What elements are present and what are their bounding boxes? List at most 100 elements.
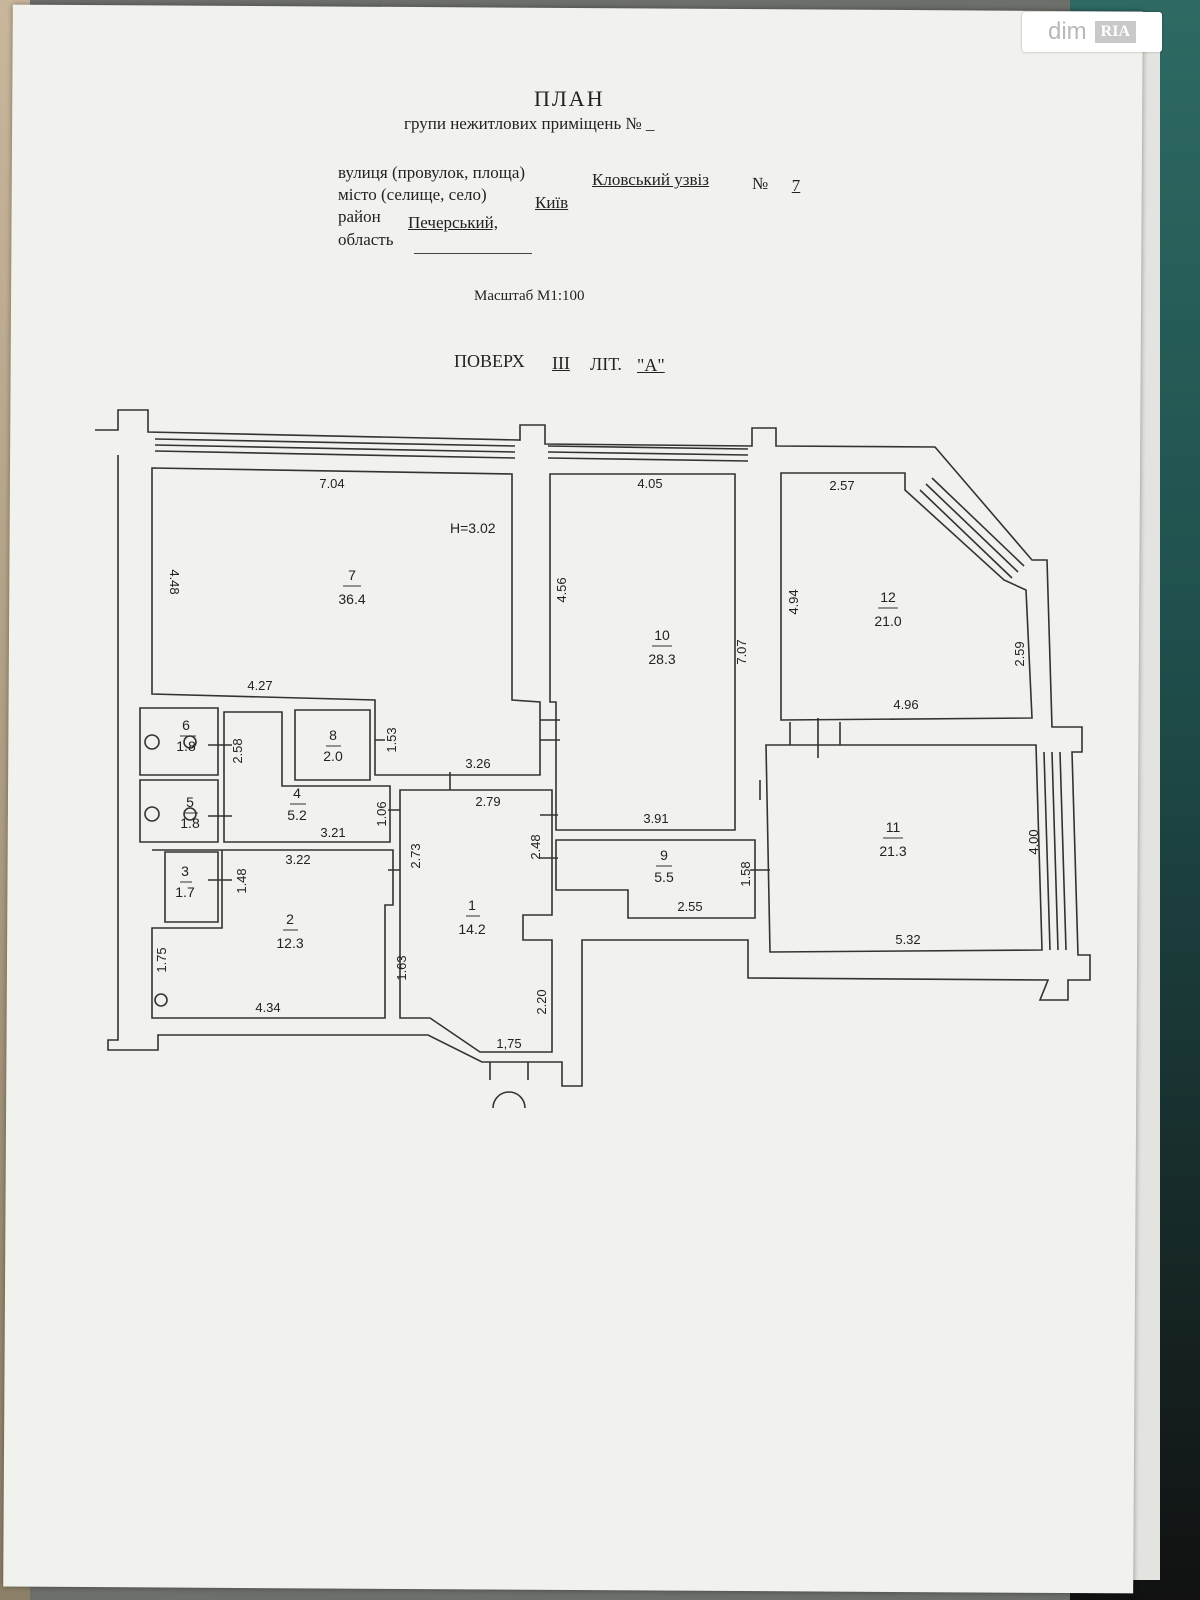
room-2-outline <box>151 849 394 1019</box>
room-3-outline <box>164 851 219 923</box>
dim-label: 2.57 <box>829 478 854 493</box>
room-7-outline <box>151 467 541 776</box>
street-label: вулиця (провулок, площа) <box>338 163 526 182</box>
room-number: 8 <box>329 727 337 743</box>
room-12-outline <box>780 472 1033 721</box>
window-12 <box>919 477 1025 579</box>
door-12-11 <box>789 722 841 745</box>
toilet-icon <box>144 734 160 750</box>
room-label-bars <box>180 585 903 931</box>
dim-label: 4.27 <box>247 678 272 693</box>
dim-label: 7.04 <box>319 476 344 491</box>
outer-wall <box>95 409 1091 1087</box>
dim-label: 2.55 <box>677 899 702 914</box>
dim-label: 1,75 <box>496 1036 521 1051</box>
dim-label: 4.94 <box>786 589 801 614</box>
dim-label: 4.34 <box>255 1000 280 1015</box>
room-area: 28.3 <box>648 651 675 667</box>
room-number: 9 <box>660 847 668 863</box>
room-area: 36.4 <box>338 591 365 607</box>
dim-label: 2.59 <box>1012 641 1027 666</box>
lit-value: "А" <box>637 355 665 375</box>
dim-label: 2.79 <box>475 794 500 809</box>
room-number: 6 <box>182 717 190 733</box>
dimensions-vertical: 4.48 4.56 7.07 4.94 2.59 1.53 2.58 1.06 … <box>154 569 1041 1014</box>
page-subtitle: групи нежитлових приміщень № _ <box>404 114 655 133</box>
dim-label: 4.96 <box>893 697 918 712</box>
dim-label: 2.20 <box>534 989 549 1014</box>
lit-label: ЛІТ. <box>590 354 622 374</box>
room-area: 21.3 <box>879 843 906 859</box>
floor-prefix: ПОВЕРХ <box>454 351 525 371</box>
room-area: 12.3 <box>276 935 303 951</box>
scale-label: Масштаб М1:100 <box>474 288 585 304</box>
district-value: Печерський, <box>408 213 498 232</box>
dim-label: 3.26 <box>465 756 490 771</box>
street-value: Кловський узвіз <box>592 170 709 189</box>
dim-label: 1.53 <box>384 727 399 752</box>
dimensions: 7.04 4.05 2.57 4.27 4.96 3.26 2.79 3.21 … <box>247 476 920 1051</box>
dim-label: 3.21 <box>320 825 345 840</box>
city-value: Київ <box>535 193 569 212</box>
toilet-icon <box>144 806 160 822</box>
entrance-door <box>489 1062 529 1109</box>
walls <box>95 409 1091 1109</box>
window-11 <box>1043 751 1067 951</box>
dimria-logo[interactable]: dim RIA <box>1022 12 1162 52</box>
room-area: 1.8 <box>176 738 196 754</box>
floor-value: III <box>552 353 570 373</box>
region-underline <box>414 253 532 254</box>
region-label: область <box>338 230 394 249</box>
room-number: 1 <box>468 897 476 913</box>
dim-label: 4.56 <box>554 577 569 602</box>
logo-dim: dim <box>1047 18 1087 45</box>
room-area: 21.0 <box>874 613 901 629</box>
dim-label: 3.91 <box>643 811 668 826</box>
room-labels: 7 36.4 10 28.3 1 2 21.0 11 21.3 6 1.8 5 1… <box>175 567 907 951</box>
room-number: 2 <box>286 911 294 927</box>
door-marks <box>208 718 819 881</box>
ceiling-height: H=3.02 <box>450 520 496 536</box>
room-number: 11 <box>886 819 901 835</box>
room-number: 4 <box>293 785 301 801</box>
dim-label: 1.58 <box>738 861 753 886</box>
dim-label: 2.73 <box>408 843 423 868</box>
dim-label: 7.07 <box>734 639 749 664</box>
room-8-outline <box>294 709 371 781</box>
room-area: 1.7 <box>175 884 195 900</box>
room-number: 7 <box>348 567 356 583</box>
room-area: 5.5 <box>654 869 674 885</box>
dim-label: 1.06 <box>374 801 389 826</box>
room-area: 14.2 <box>458 921 485 937</box>
room-1-outline <box>399 789 553 1053</box>
dim-label: 2.58 <box>230 738 245 763</box>
number-value: 7 <box>791 176 801 195</box>
room-6-outline <box>139 707 219 776</box>
dim-label: 1.48 <box>234 868 249 893</box>
dim-label: 1.63 <box>394 955 409 980</box>
room-9-outline <box>555 839 756 919</box>
sink-icon <box>183 807 197 821</box>
room-area: 5.2 <box>287 807 307 823</box>
room-5-outline <box>139 779 219 843</box>
shower-icon <box>154 993 168 1007</box>
dim-label: 2.48 <box>528 834 543 859</box>
room-number: 3 <box>181 863 189 879</box>
room-11-outline <box>765 744 1043 953</box>
room-4-outline <box>223 711 391 843</box>
dim-label: 3.22 <box>285 852 310 867</box>
room-10-outline <box>549 473 736 831</box>
city-label: місто (селище, село) <box>338 185 487 204</box>
page-title: ПЛАН <box>534 86 605 111</box>
room-area: 1.8 <box>180 815 200 831</box>
dim-label: 4.00 <box>1026 829 1041 854</box>
dim-label: 4.48 <box>167 569 182 594</box>
room-number: 10 <box>654 627 670 643</box>
dim-label: 4.05 <box>637 476 662 491</box>
district-label: район <box>338 207 381 226</box>
room-number: 5 <box>186 794 194 810</box>
dim-label: 5.32 <box>895 932 920 947</box>
logo-ria: RIA <box>1094 21 1136 43</box>
dim-label: 1.75 <box>154 947 169 972</box>
